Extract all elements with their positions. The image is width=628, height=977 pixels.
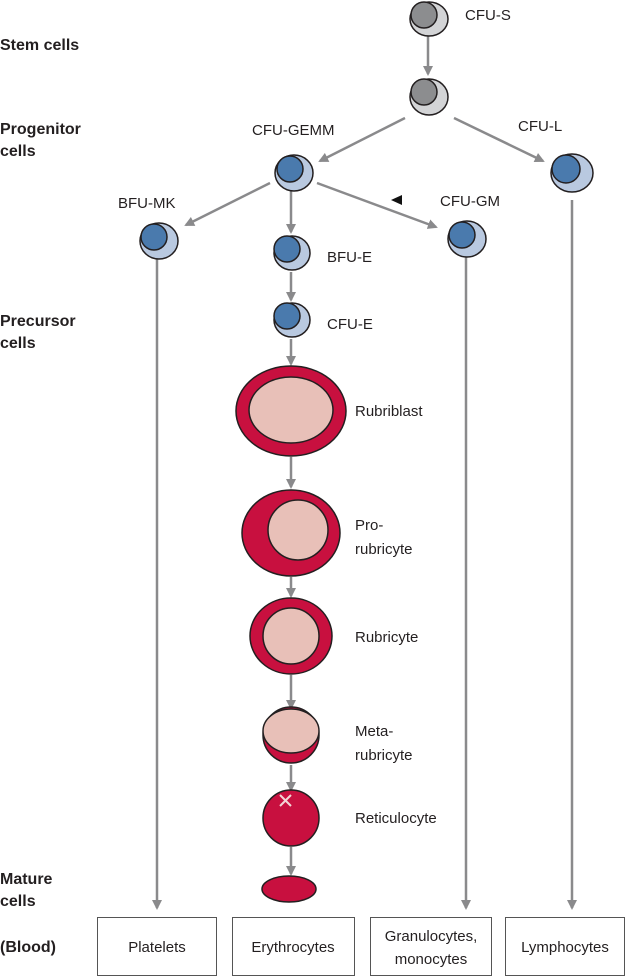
label-granulocytes-1: Granulocytes,	[385, 928, 478, 945]
box-granulocytes: Granulocytes, monocytes	[370, 917, 492, 976]
cell-cfu-s	[409, 1, 449, 37]
arrow-to-cfu-gemm	[318, 116, 406, 163]
stage-progenitor: Progenitor	[0, 121, 81, 138]
cell-metarubricyte	[262, 706, 320, 764]
cell-erythrocyte	[261, 875, 317, 903]
cell-prorubricyte	[241, 489, 341, 577]
label-cfu-gm: CFU-GM	[440, 193, 500, 210]
cell-cfu-e	[273, 302, 311, 338]
label-rubriblast: Rubriblast	[355, 403, 423, 420]
stage-progenitor-cells: cells	[0, 143, 36, 160]
stage-mature: Mature	[0, 871, 53, 888]
label-rubricyte: Rubricyte	[355, 629, 418, 646]
label-bfu-mk: BFU-MK	[118, 195, 176, 212]
arrows	[152, 36, 577, 910]
box-platelets: Platelets	[97, 917, 217, 976]
cell-stem-2	[409, 78, 449, 116]
box-lymphocytes: Lymphocytes	[505, 917, 625, 976]
cell-bfu-mk	[139, 222, 179, 260]
cell-cfu-l	[550, 153, 594, 193]
cell-rubricyte	[249, 597, 333, 675]
cell-bfu-e	[273, 235, 311, 271]
pointer-triangle-icon	[391, 195, 402, 205]
box-erythrocytes: Erythrocytes	[232, 917, 355, 976]
label-cfu-gemm: CFU-GEMM	[252, 122, 335, 139]
x-mark-icon	[279, 794, 292, 807]
label-cfu-s: CFU-S	[465, 7, 511, 24]
stage-blood: (Blood)	[0, 939, 56, 956]
cell-rubriblast	[235, 365, 347, 457]
label-prorubricyte-1: Pro-	[355, 517, 383, 534]
arrow-to-bfu-mk	[184, 181, 271, 227]
stage-precursor: Precursor	[0, 313, 76, 330]
label-platelets: Platelets	[128, 939, 186, 956]
cell-reticulocyte	[262, 789, 320, 847]
label-erythrocytes: Erythrocytes	[251, 939, 334, 956]
label-reticulocyte: Reticulocyte	[355, 810, 437, 827]
label-cfu-e: CFU-E	[327, 316, 373, 333]
label-lymphocytes: Lymphocytes	[521, 939, 609, 956]
cell-cfu-gm	[447, 220, 487, 258]
label-metarubricyte-1: Meta-	[355, 723, 393, 740]
stage-precursor-cells: cells	[0, 335, 36, 352]
cell-cfu-gemm	[274, 154, 314, 192]
label-cfu-l: CFU-L	[518, 118, 562, 135]
arrow-to-cfu-l	[453, 116, 545, 163]
arrow-to-cfu-gm	[316, 181, 438, 229]
stage-stem-cells: Stem cells	[0, 37, 79, 54]
label-metarubricyte-2: rubricyte	[355, 747, 413, 764]
label-granulocytes-2: monocytes	[395, 951, 468, 968]
stage-mature-cells: cells	[0, 893, 36, 910]
label-prorubricyte-2: rubricyte	[355, 541, 413, 558]
label-bfu-e: BFU-E	[327, 249, 372, 266]
